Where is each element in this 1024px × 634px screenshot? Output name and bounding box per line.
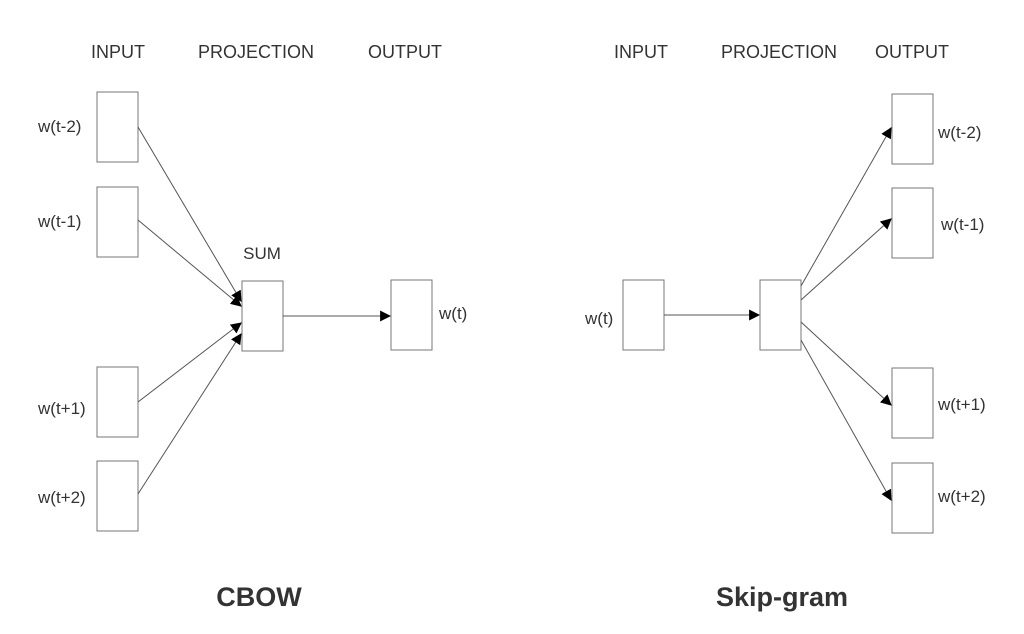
skipgram-output-box-4 <box>891 462 934 534</box>
skipgram-edge-4 <box>800 339 892 501</box>
cbow-edge-4 <box>137 333 242 495</box>
skipgram-title: Skip-gram <box>716 582 848 612</box>
cbow-input-box-4 <box>96 460 139 532</box>
skipgram-output-label-4: w(t+2) <box>937 487 986 506</box>
cbow-input-label-1: w(t-2) <box>37 117 81 136</box>
cbow-input-label-2: w(t-1) <box>37 212 81 231</box>
skipgram-edge-2 <box>800 218 892 301</box>
cbow-input-box-1 <box>96 91 139 163</box>
skipgram-panel: INPUT PROJECTION OUTPUT w(t) w(t-2) w(t-… <box>584 42 986 612</box>
skipgram-output-label-3: w(t+1) <box>937 395 986 414</box>
cbow-input-label-3: w(t+1) <box>37 399 86 418</box>
cbow-projection-header: PROJECTION <box>198 42 314 62</box>
cbow-input-label-4: w(t+2) <box>37 488 86 507</box>
cbow-projection-box <box>241 280 284 352</box>
skipgram-input-header: INPUT <box>614 42 668 62</box>
skipgram-projection-box <box>759 279 802 351</box>
cbow-output-header: OUTPUT <box>368 42 442 62</box>
skipgram-output-box-3 <box>891 367 934 439</box>
cbow-output-box <box>390 279 433 351</box>
skipgram-edge-3 <box>800 321 892 406</box>
skipgram-projection-header: PROJECTION <box>721 42 837 62</box>
cbow-input-box-2 <box>96 186 139 258</box>
skipgram-output-box-2 <box>891 187 934 259</box>
cbow-panel: INPUT PROJECTION OUTPUT w(t-2) w(t-1) w(… <box>37 42 467 612</box>
skipgram-output-label-2: w(t-1) <box>940 215 984 234</box>
cbow-edge-1 <box>137 126 242 302</box>
cbow-edge-3 <box>137 322 242 403</box>
cbow-input-box-3 <box>96 366 139 438</box>
skipgram-edge-1 <box>800 127 892 287</box>
cbow-output-label: w(t) <box>438 304 467 323</box>
skipgram-output-box-1 <box>891 93 934 165</box>
skipgram-input-label: w(t) <box>584 309 613 328</box>
cbow-input-header: INPUT <box>91 42 145 62</box>
cbow-sum-label: SUM <box>243 244 281 263</box>
cbow-edge-2 <box>137 219 242 307</box>
skipgram-input-box <box>622 279 665 351</box>
skipgram-output-header: OUTPUT <box>875 42 949 62</box>
cbow-title: CBOW <box>216 582 302 612</box>
skipgram-output-label-1: w(t-2) <box>937 123 981 142</box>
